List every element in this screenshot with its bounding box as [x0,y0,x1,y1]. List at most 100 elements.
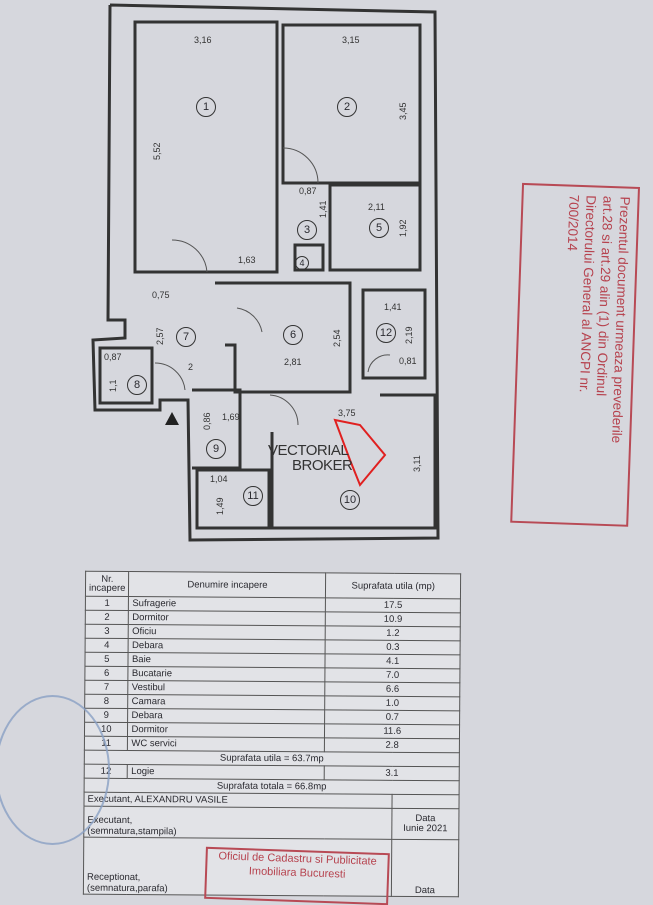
room-number: 8 [127,375,147,395]
dimension: 2,54 [332,329,342,347]
watermark-line: BROKER [292,457,353,474]
dimension: 1,04 [210,474,228,484]
room-number: 9 [206,439,226,459]
row-name: Sufragerie [128,596,326,612]
room-2-wall [281,23,422,185]
row-area: 0.7 [325,709,460,725]
door-arc [367,354,391,373]
row-area: 6.6 [325,681,460,697]
dimension: 0,75 [152,290,170,300]
room-number: 11 [243,486,263,506]
dimension: 1,63 [238,255,256,265]
row-nr: 2 [85,610,129,625]
door-arc [269,394,299,426]
room-4-wall [293,243,325,272]
row-area: 2.8 [324,737,460,753]
dimension: 2,19 [404,326,414,344]
dimension: 3,45 [398,102,408,120]
room-10-wall [270,393,437,530]
dimension: 2 [188,362,194,372]
dimension: 1,41 [318,200,328,218]
row-nr: 7 [84,680,129,695]
dimension: 3,75 [338,408,356,418]
row-nr: 5 [84,652,129,667]
dimension: 1,69 [222,412,240,422]
room-11-wall [195,468,271,530]
row-nr: 8 [84,694,129,709]
dimension: 3,15 [342,35,360,45]
row-area: 1.0 [325,695,460,711]
dimension: 0,86 [202,412,212,430]
executant-sign-label: (semnatura,stampila) [87,825,177,838]
room-9-wall [192,388,242,470]
watermark-logo [333,418,387,487]
dimension: 0,87 [104,352,122,362]
entrance-marker [165,412,179,425]
row-nr: 6 [84,666,129,681]
room-1-wall [133,20,279,274]
date-label-2: Data [391,839,459,897]
row-name: WC servici [127,736,325,752]
row-area: 17.5 [325,597,461,613]
row-area: 1.2 [325,625,461,641]
dimension: 1,41 [384,302,402,312]
row-area: 7.0 [325,667,460,683]
dimension: 5,52 [152,142,162,160]
room-number: 4 [295,256,309,270]
room-12-wall [361,288,427,380]
dimension: 3,11 [412,455,422,472]
row-name: Debara [128,638,326,654]
dimension: 2,81 [284,357,302,367]
header-name: Denumire incapere [128,571,327,598]
dimension: 2,11 [368,202,385,212]
row-name: Vestibul [128,680,326,696]
header-nr: Nr. incapere [85,571,130,597]
dimension: 1,49 [215,497,225,515]
row-area: 11.6 [324,723,460,739]
dimension: 1,1 [108,379,118,392]
row-name: Camara [128,694,326,710]
door-arc [154,362,186,391]
dimension: 3,16 [194,35,212,45]
table-header: Nr. incapere Denumire incapere Suprafata… [85,571,461,599]
door-arc [171,239,208,273]
room-number: 3 [297,220,317,240]
ocpi-stamp: Oficiul de Cadastru si Publicitate Imobi… [204,846,390,905]
row-area: 10.9 [325,611,461,627]
outer-wall [91,3,440,542]
row-area: 4.1 [325,653,461,669]
dimension: 0,81 [399,356,417,366]
row-area: 0.3 [325,639,461,655]
date-value: Iunie 2021 [403,822,448,835]
row-name: Baie [128,652,326,668]
row-name: Oficiu [128,624,326,640]
row-name: Dormitor [128,610,326,626]
row-name: Debara [128,708,326,724]
row-nr: 4 [85,638,129,653]
room-number: 5 [369,218,389,238]
dimension: 1,92 [398,219,408,237]
door-arc [282,147,319,184]
dimension: 2,57 [155,327,165,345]
room-number: 7 [176,327,196,347]
floor-plan [91,3,440,542]
row-area: 3.1 [324,765,460,781]
door-arc [236,307,263,333]
red-stamp: Prezentul document urmeaza prevederile a… [510,182,640,527]
dimension: 0,87 [299,186,317,196]
row-name: Logie [127,764,325,780]
header-area: Suprafata utila (mp) [325,572,461,599]
room-number: 6 [283,325,303,345]
authorization-stamp [0,695,110,845]
room-number: 10 [340,490,360,510]
row-nr: 1 [85,596,129,611]
room-number: 12 [376,323,396,343]
watermark-line: VECTORIAL [268,442,349,459]
room-5-wall [328,183,422,272]
room-6-wall [215,281,352,394]
row-nr: 3 [85,624,129,639]
room-number: 2 [337,97,357,117]
row-name: Dormitor [127,722,326,738]
room-8-wall [98,346,154,405]
row-name: Bucatarie [128,666,326,682]
